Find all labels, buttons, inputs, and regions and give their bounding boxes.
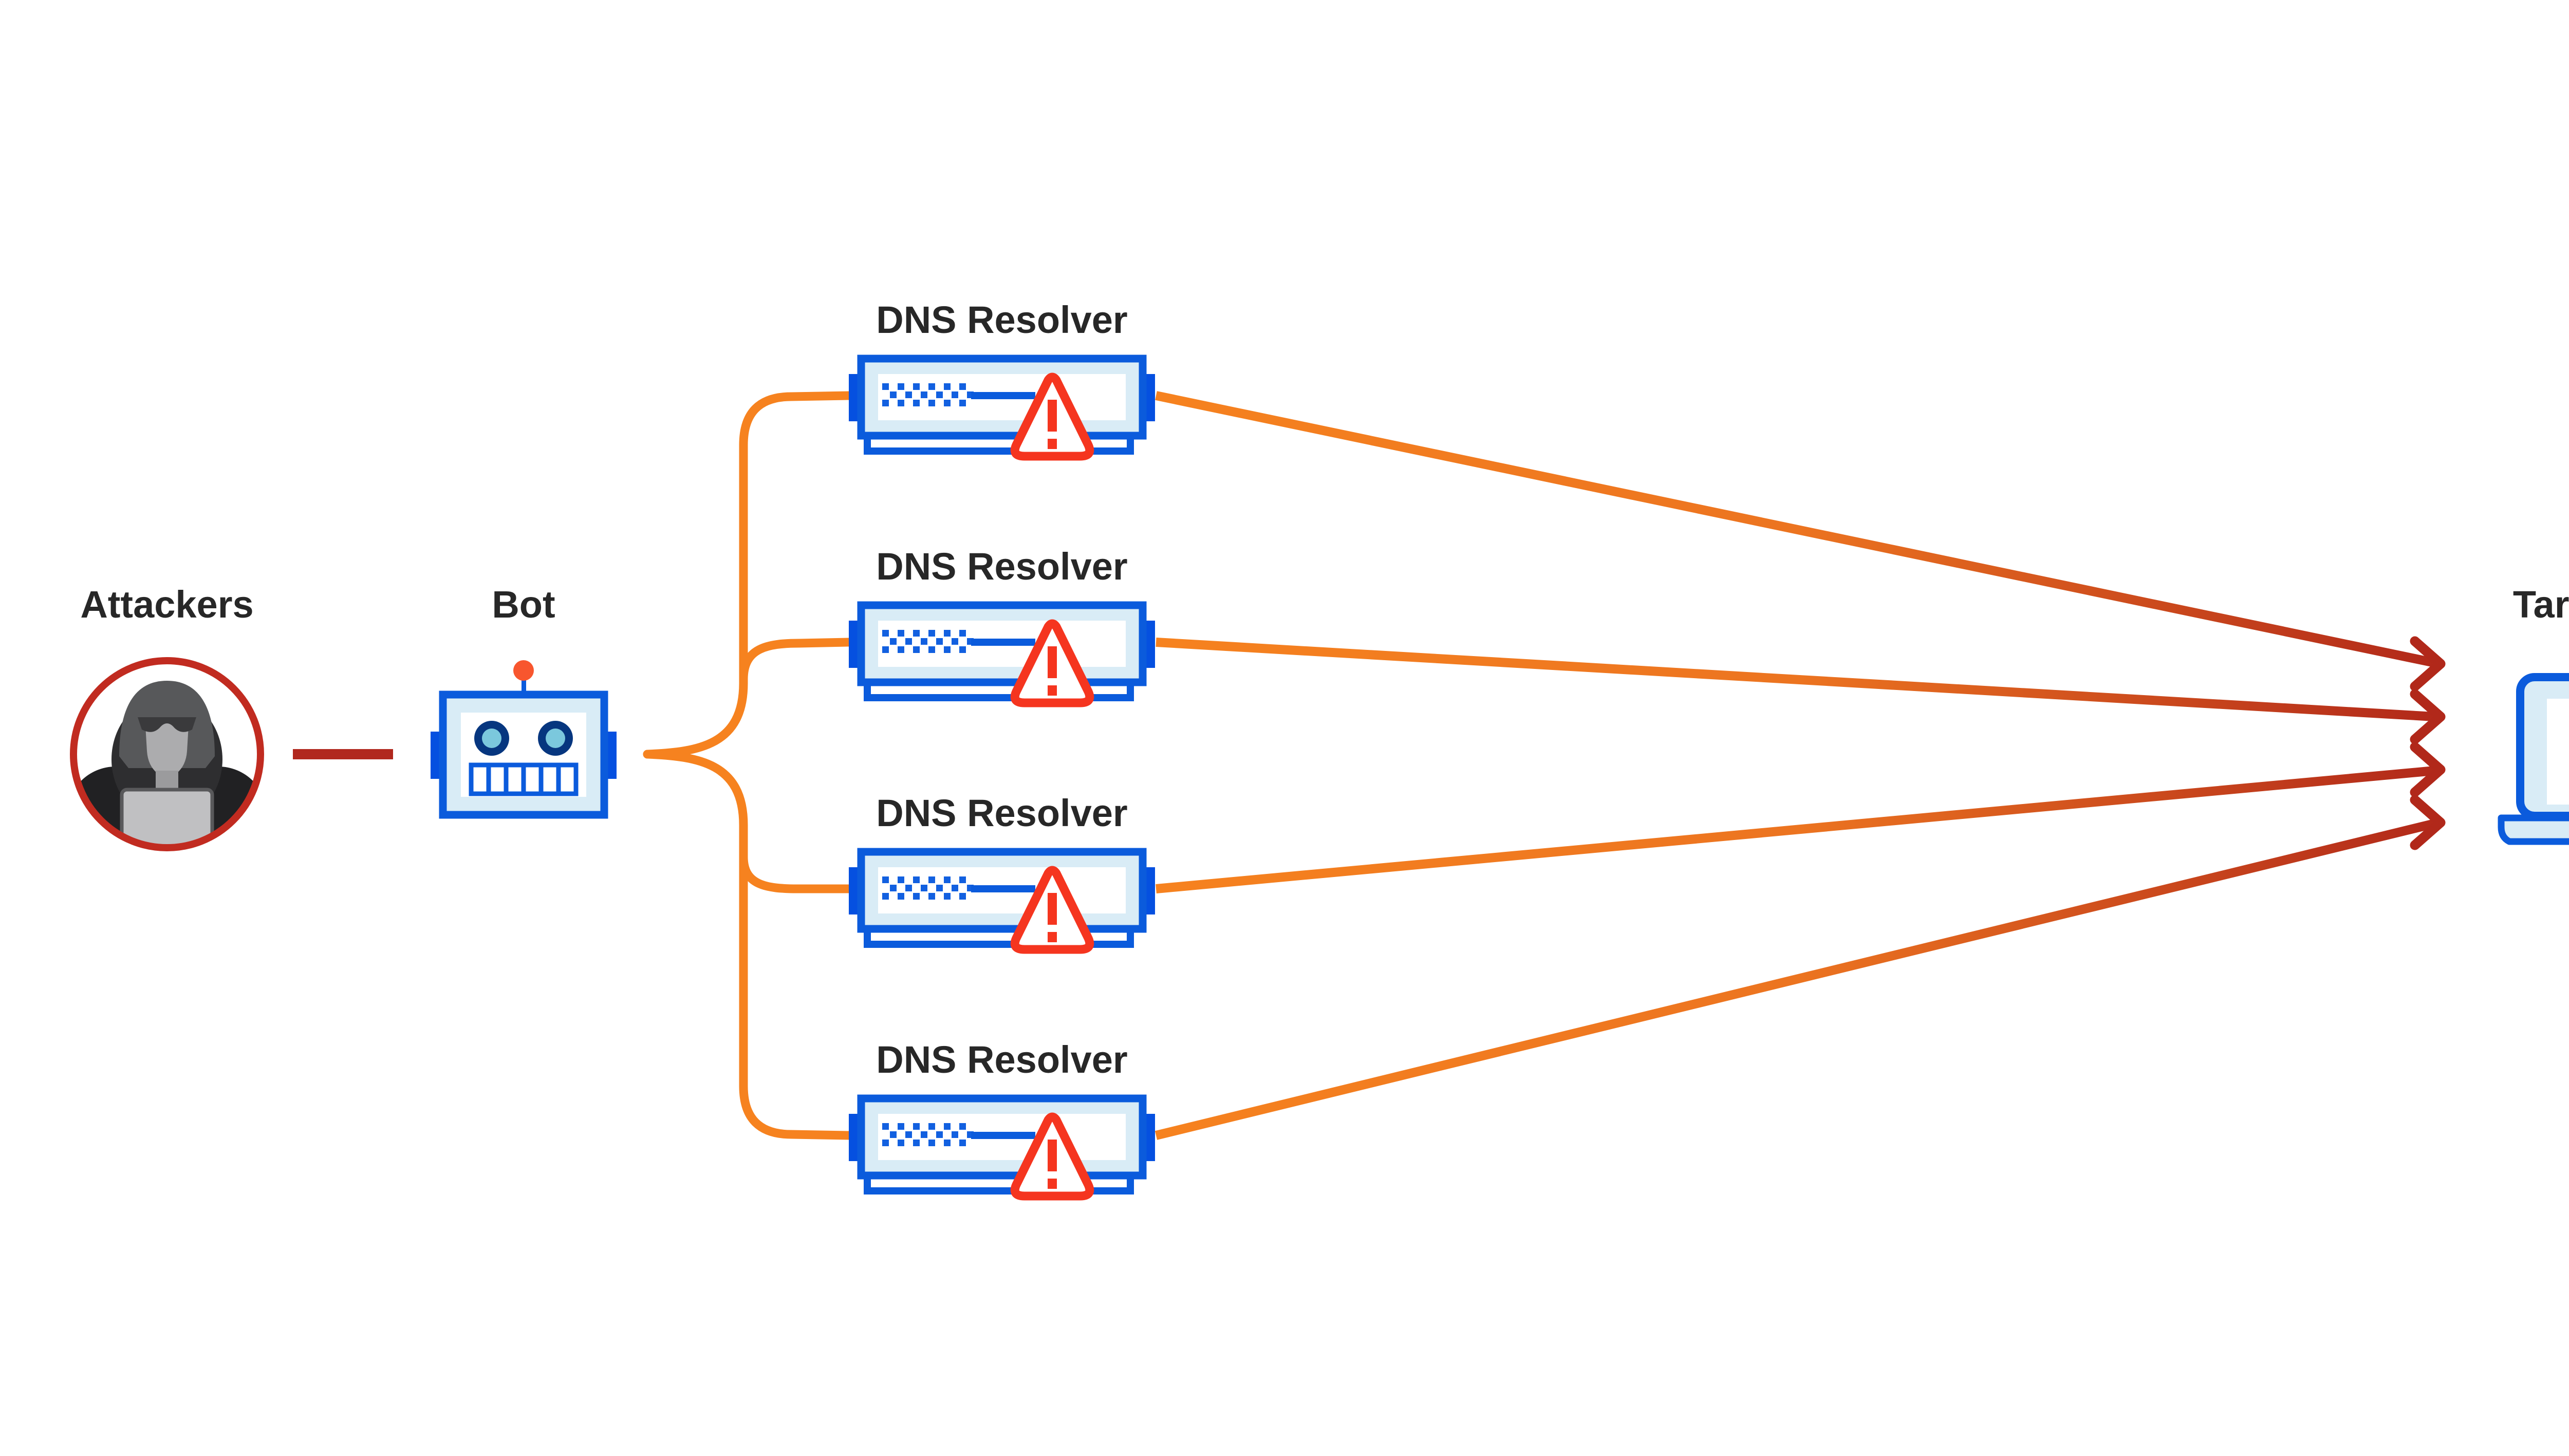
bot-label: Bot <box>492 583 555 626</box>
attack-arrowheads <box>2415 641 2441 845</box>
dns-resolver-label: DNS Resolver <box>876 792 1128 834</box>
attacker-ring <box>70 657 264 851</box>
dns-resolver-label: DNS Resolver <box>876 298 1128 341</box>
server-warning-icon <box>849 1098 1155 1196</box>
targeted-victim-label: Targeted Victim <box>2512 583 2569 626</box>
robot-mouth <box>469 762 579 796</box>
laptop-user-icon <box>2498 673 2569 845</box>
dns-resolver-label: DNS Resolver <box>876 1038 1128 1081</box>
robot-antenna-ball <box>513 660 534 681</box>
robot-antenna-stem <box>522 679 526 697</box>
laptop-base <box>2498 814 2569 845</box>
hacker-avatar-icon <box>70 657 264 851</box>
robot-icon <box>431 660 617 819</box>
server-warning-icon <box>849 359 1155 456</box>
server-warning-icon <box>849 605 1155 703</box>
laptop-display <box>2547 699 2569 805</box>
attackers-label: Attackers <box>80 583 254 626</box>
server-warning-icon <box>849 852 1155 949</box>
robot-eyes <box>474 721 573 756</box>
dns-resolver-label: DNS Resolver <box>876 545 1128 588</box>
bot-to-resolvers-branch <box>643 391 855 1140</box>
resolver-to-victim-attack-lines <box>1155 391 2436 1140</box>
